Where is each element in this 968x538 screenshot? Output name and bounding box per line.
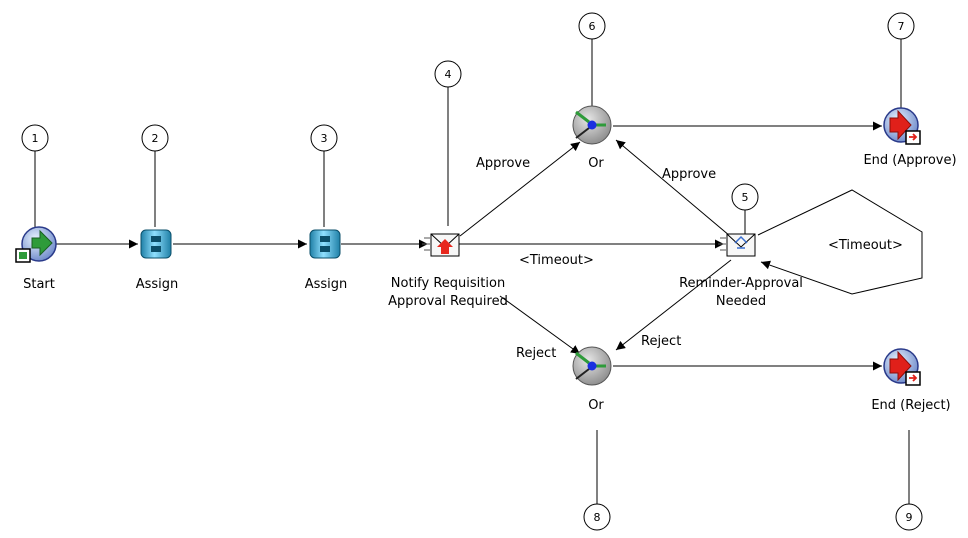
- start-label: Start: [23, 277, 55, 292]
- svg-text:5: 5: [742, 191, 749, 204]
- svg-text:9: 9: [906, 511, 913, 524]
- edge-label-reject-2: Reject: [641, 334, 681, 349]
- reminder-label-line2: Needed: [716, 294, 766, 309]
- reminder-label-line1: Reminder-Approval: [679, 276, 803, 291]
- svg-text:1: 1: [32, 132, 39, 145]
- svg-text:8: 8: [594, 511, 601, 524]
- svg-text:2: 2: [152, 132, 159, 145]
- edge-label-timeout-1: <Timeout>: [519, 253, 594, 268]
- assign-label-1: Assign: [136, 277, 179, 292]
- callout-7: 7: [887, 12, 915, 40]
- callout-8: 8: [583, 503, 611, 531]
- start-node[interactable]: Start: [15, 226, 57, 292]
- reminder-node[interactable]: Reminder-Approval Needed: [679, 233, 803, 309]
- or-node-top[interactable]: Or: [572, 105, 612, 171]
- notify-label-line1: Notify Requisition: [391, 276, 505, 291]
- callout-1: 1: [21, 124, 49, 152]
- callout-leaders: [34, 39, 910, 517]
- notify-node[interactable]: Notify Requisition Approval Required: [388, 233, 508, 309]
- svg-text:3: 3: [321, 132, 328, 145]
- end-reject-label: End (Reject): [871, 398, 950, 413]
- edge-label-approve-1: Approve: [476, 156, 530, 171]
- callout-5: 5: [731, 183, 759, 211]
- or-top-label: Or: [588, 156, 604, 171]
- svg-text:7: 7: [898, 20, 905, 33]
- callout-9: 9: [895, 503, 923, 531]
- edge-notify-or-bottom: [499, 295, 581, 355]
- or-node-bottom[interactable]: Or: [572, 346, 612, 413]
- notify-label-line2: Approval Required: [388, 294, 508, 309]
- callout-4: 4: [434, 60, 462, 88]
- assign-node-2[interactable]: Assign: [305, 229, 348, 292]
- assign-label-2: Assign: [305, 277, 348, 292]
- edge-label-timeout-2: <Timeout>: [828, 238, 903, 253]
- envelope-reminder-icon: [734, 235, 748, 249]
- callout-2: 2: [141, 124, 169, 152]
- transitions: [56, 121, 923, 371]
- edge-reminder-or-bottom: [615, 259, 732, 351]
- edge-label-approve-2: Approve: [662, 167, 716, 182]
- edge-reminder-loop: [757, 189, 923, 295]
- end-approve-node[interactable]: End (Approve): [863, 107, 957, 168]
- or-bottom-label: Or: [588, 398, 604, 413]
- edge-reminder-or-top: [615, 139, 731, 237]
- svg-text:4: 4: [445, 68, 452, 81]
- edge-notify-or-top: [459, 141, 581, 237]
- edge-label-reject-1: Reject: [516, 346, 556, 361]
- end-reject-node[interactable]: End (Reject): [871, 348, 951, 413]
- callout-6: 6: [578, 12, 606, 40]
- envelope-up-icon: [437, 239, 453, 254]
- svg-text:6: 6: [589, 20, 596, 33]
- callout-3: 3: [310, 124, 338, 152]
- assign-node-1[interactable]: Assign: [136, 229, 179, 292]
- end-approve-label: End (Approve): [863, 153, 956, 168]
